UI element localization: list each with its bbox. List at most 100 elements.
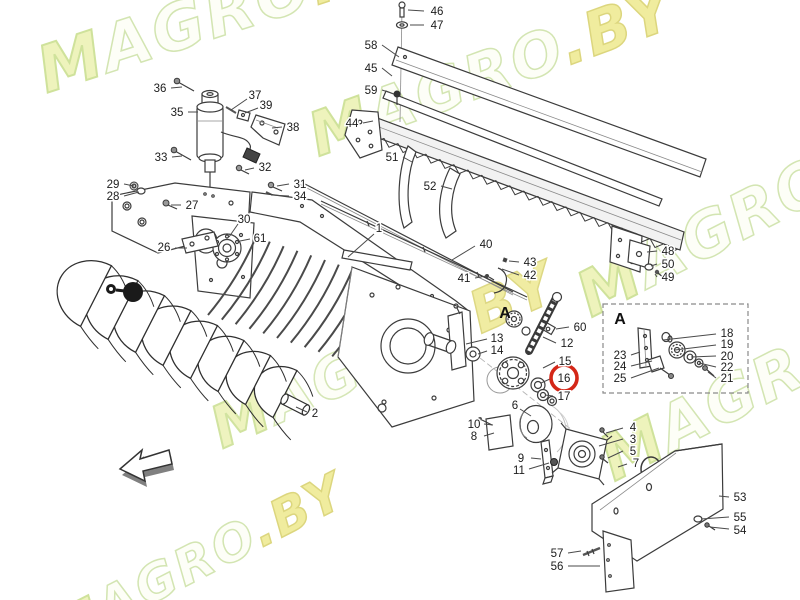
bracket-9 [540, 439, 554, 479]
part-callout-35[interactable]: 35 [169, 106, 185, 121]
part-callout-12[interactable]: 12 [559, 337, 575, 352]
pin-41 [485, 274, 489, 278]
bolt-4 [599, 427, 605, 433]
washer-47 [395, 21, 409, 29]
part-callout-6[interactable]: 6 [510, 399, 519, 414]
spring-finger-42 [493, 267, 508, 294]
part-callout-54[interactable]: 54 [732, 524, 748, 539]
part-callout-29[interactable]: 29 [105, 178, 121, 193]
part-callout-56[interactable]: 56 [549, 560, 565, 575]
part-callout-47[interactable]: 47 [429, 19, 445, 34]
highlight-circle-part-16 [549, 363, 579, 393]
part-callout-14[interactable]: 14 [489, 344, 505, 359]
part-callout-28[interactable]: 28 [105, 190, 121, 205]
drive-chain-assembly [486, 291, 563, 407]
part-callout-51[interactable]: 51 [384, 151, 400, 166]
part-callout-7[interactable]: 7 [631, 457, 640, 472]
part-callout-1[interactable]: 1 [374, 222, 383, 237]
bracket-38 [250, 114, 286, 146]
part-callout-24[interactable]: 24 [612, 360, 628, 375]
part-callout-55[interactable]: 55 [732, 511, 748, 526]
cylinder-35 [196, 105, 224, 159]
washer-28 [136, 187, 146, 195]
part-callout-61[interactable]: 61 [252, 232, 268, 247]
part-callout-15[interactable]: 15 [557, 355, 573, 370]
part-callout-32[interactable]: 32 [257, 161, 273, 176]
part-callout-41[interactable]: 41 [456, 272, 472, 287]
part-callout-37[interactable]: 37 [247, 89, 263, 104]
flange-30 [212, 233, 242, 263]
part-callout-45[interactable]: 45 [363, 62, 379, 77]
bolt-46 [398, 1, 406, 9]
nut-11 [550, 458, 558, 466]
part-callout-50[interactable]: 50 [660, 258, 676, 273]
detail-view-label-1: A [499, 305, 511, 322]
hub-assembly [478, 404, 662, 486]
part-callout-48[interactable]: 48 [660, 245, 676, 260]
part-callout-39[interactable]: 39 [258, 99, 274, 114]
part-callout-30[interactable]: 30 [236, 213, 252, 228]
connector [242, 147, 261, 164]
part-callout-38[interactable]: 38 [285, 121, 301, 136]
pin-10 [478, 417, 482, 421]
bar-45 [382, 90, 663, 207]
blade-51 [398, 145, 417, 229]
part-callout-13[interactable]: 13 [489, 332, 505, 347]
support-bar [341, 249, 413, 271]
part-callout-58[interactable]: 58 [363, 39, 379, 54]
bolt-27 [162, 199, 170, 207]
part-callout-44[interactable]: 44 [344, 117, 360, 132]
part-callout-2[interactable]: 2 [310, 407, 319, 422]
part-callout-9[interactable]: 9 [516, 452, 525, 467]
part-callout-17[interactable]: 17 [556, 390, 572, 405]
part-callout-36[interactable]: 36 [152, 82, 168, 97]
part-callout-10[interactable]: 10 [466, 418, 482, 433]
part-callout-27[interactable]: 27 [184, 199, 200, 214]
part-callout-20[interactable]: 20 [719, 350, 735, 365]
part-callout-5[interactable]: 5 [628, 445, 637, 460]
part-callout-43[interactable]: 43 [522, 256, 538, 271]
pin-57 [582, 546, 601, 557]
part-callout-31[interactable]: 31 [292, 178, 308, 193]
bolt-5 [599, 454, 605, 460]
part-callout-16[interactable]: 16 [556, 372, 572, 387]
cover-panel-group [582, 443, 724, 593]
part-callout-26[interactable]: 26 [156, 241, 172, 256]
part-callout-34[interactable]: 34 [292, 190, 308, 205]
part-callout-18[interactable]: 18 [719, 327, 735, 342]
part-callout-22[interactable]: 22 [719, 361, 735, 376]
part-callout-25[interactable]: 25 [612, 372, 628, 387]
clip-43 [502, 257, 508, 263]
part-callout-53[interactable]: 53 [732, 491, 748, 506]
washer-55 [693, 515, 703, 523]
part-callout-19[interactable]: 19 [719, 338, 735, 353]
part-callout-23[interactable]: 23 [612, 349, 628, 364]
bolt-54 [704, 522, 710, 528]
part-callout-33[interactable]: 33 [153, 151, 169, 166]
bolt-31 [267, 181, 275, 189]
main-frame [111, 164, 601, 453]
part-callout-59[interactable]: 59 [363, 84, 379, 99]
part-callout-49[interactable]: 49 [660, 271, 676, 286]
bolt-59 [393, 90, 401, 98]
tie-rods [299, 181, 528, 301]
knife-bar-assembly [344, 1, 707, 279]
part-callout-11[interactable]: 11 [512, 464, 527, 479]
bolt-32 [235, 164, 243, 172]
part-callout-40[interactable]: 40 [478, 238, 494, 253]
part-callout-60[interactable]: 60 [572, 321, 588, 336]
actuator-assembly [170, 77, 286, 188]
part-callout-3[interactable]: 3 [628, 433, 637, 448]
part-callout-42[interactable]: 42 [522, 269, 538, 284]
plate-8 [485, 414, 514, 451]
part-callout-21[interactable]: 21 [719, 372, 735, 387]
part-callout-46[interactable]: 46 [429, 5, 445, 20]
part-callout-52[interactable]: 52 [422, 180, 438, 195]
leader-lines [123, 9, 730, 567]
part-callout-57[interactable]: 57 [549, 547, 565, 562]
part-callout-8[interactable]: 8 [469, 430, 478, 445]
washer-50 [644, 263, 654, 271]
part-callout-4[interactable]: 4 [628, 421, 638, 436]
